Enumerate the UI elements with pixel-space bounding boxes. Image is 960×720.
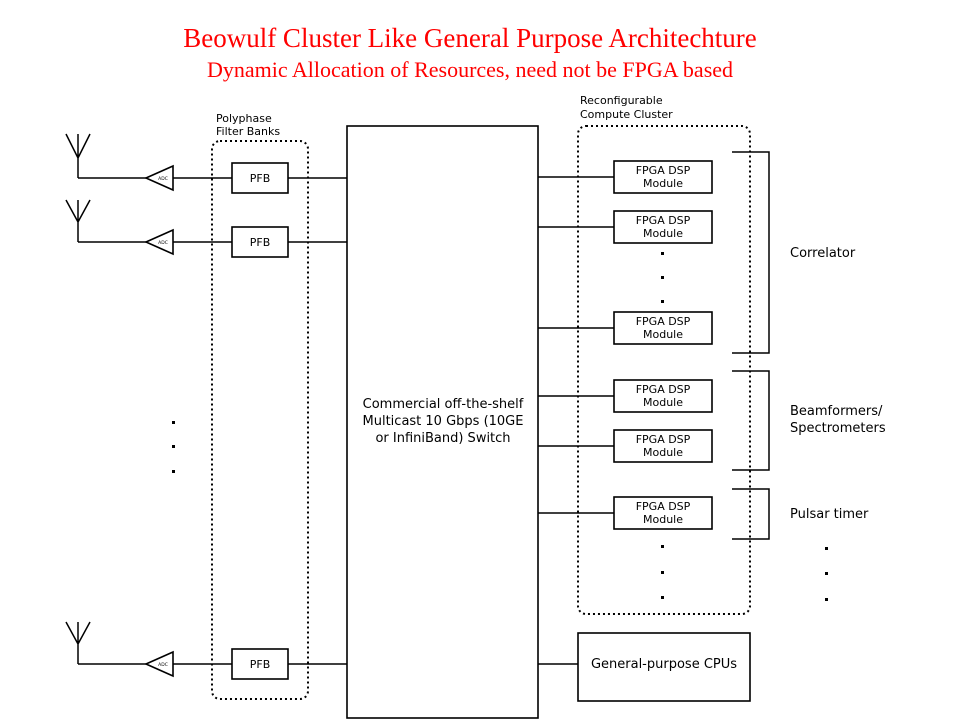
fpga-module-4: FPGA DSP Module xyxy=(538,379,713,413)
cpus-box xyxy=(577,632,751,702)
ellipsis-dot xyxy=(825,572,828,575)
antenna-icon xyxy=(65,133,91,178)
ellipsis-dot xyxy=(172,470,175,473)
cpus-label: General-purpose CPUs xyxy=(591,657,737,672)
ellipsis-dot xyxy=(661,596,664,599)
ellipsis-dot xyxy=(661,252,664,255)
antenna-icon xyxy=(65,199,91,242)
filter-group-label-2: Filter Banks xyxy=(216,125,280,138)
beamformers-bracket xyxy=(732,370,770,471)
page-title: Beowulf Cluster Like General Purpose Arc… xyxy=(183,23,757,53)
module-label-1: FPGA DSP xyxy=(636,433,691,446)
input-chain-1: ADC PFB xyxy=(65,133,347,194)
inputs-ellipsis xyxy=(172,421,175,473)
switch-label-1: Commercial off-the-shelf xyxy=(363,397,524,412)
fpga-module-box xyxy=(613,496,713,530)
functions-ellipsis xyxy=(825,547,828,601)
antenna-icon xyxy=(65,621,91,664)
ellipsis-dot xyxy=(661,545,664,548)
fpga-module-box xyxy=(613,160,713,194)
filter-bank-group-outline xyxy=(211,140,309,700)
fpga-module-3: FPGA DSP Module xyxy=(538,311,713,345)
adc-label: ADC xyxy=(158,662,168,668)
adc-label: ADC xyxy=(158,240,168,246)
pfb-label: PFB xyxy=(250,658,271,671)
module-label-2: Module xyxy=(643,446,683,459)
switch-label-3: or InfiniBand) Switch xyxy=(375,431,510,446)
beamformers-label-2: Spectrometers xyxy=(790,421,886,436)
beamformers-label-1: Beamformers/ xyxy=(790,404,883,419)
compute-cluster-group-outline xyxy=(577,125,751,615)
fpga-module-2: FPGA DSP Module xyxy=(538,210,713,244)
ellipsis-dot xyxy=(825,547,828,550)
input-chain-2: ADC PFB xyxy=(65,199,347,258)
pfb-box xyxy=(231,648,289,680)
adc-label: ADC xyxy=(158,176,168,182)
ellipsis-dot xyxy=(172,421,175,424)
fpga-ellipsis-1 xyxy=(661,252,664,303)
module-label-2: Module xyxy=(643,227,683,240)
cluster-group-label-2: Compute Cluster xyxy=(580,108,673,121)
pfb-box xyxy=(231,162,289,194)
ellipsis-dot xyxy=(661,300,664,303)
page-subtitle: Dynamic Allocation of Resources, need no… xyxy=(207,57,733,82)
input-chain-n: ADC PFB xyxy=(65,621,347,680)
module-label-2: Module xyxy=(643,177,683,190)
module-label-1: FPGA DSP xyxy=(636,164,691,177)
ellipsis-dot xyxy=(825,598,828,601)
ellipsis-dot xyxy=(661,571,664,574)
fpga-module-box xyxy=(613,429,713,463)
pulsar-label: Pulsar timer xyxy=(790,507,869,522)
module-label-1: FPGA DSP xyxy=(636,315,691,328)
module-label-1: FPGA DSP xyxy=(636,500,691,513)
pfb-label: PFB xyxy=(250,172,271,185)
fpga-module-box xyxy=(613,379,713,413)
pulsar-bracket xyxy=(732,488,770,540)
correlator-bracket xyxy=(732,151,770,354)
fpga-module-6: FPGA DSP Module xyxy=(538,496,713,530)
switch-box xyxy=(346,125,539,719)
cluster-group-label-1: Reconfigurable xyxy=(580,94,663,107)
switch-label-2: Multicast 10 Gbps (10GE xyxy=(363,414,524,429)
fpga-module-1: FPGA DSP Module xyxy=(538,160,713,194)
module-label-2: Module xyxy=(643,513,683,526)
module-label-2: Module xyxy=(643,396,683,409)
filter-group-label-1: Polyphase xyxy=(216,112,272,125)
fpga-module-box xyxy=(613,210,713,244)
module-label-1: FPGA DSP xyxy=(636,383,691,396)
pfb-label: PFB xyxy=(250,236,271,249)
module-label-1: FPGA DSP xyxy=(636,214,691,227)
fpga-ellipsis-2 xyxy=(661,545,664,599)
ellipsis-dot xyxy=(661,276,664,279)
module-label-2: Module xyxy=(643,328,683,341)
fpga-module-box xyxy=(613,311,713,345)
ellipsis-dot xyxy=(172,445,175,448)
fpga-module-5: FPGA DSP Module xyxy=(538,429,713,463)
correlator-label: Correlator xyxy=(790,246,856,261)
